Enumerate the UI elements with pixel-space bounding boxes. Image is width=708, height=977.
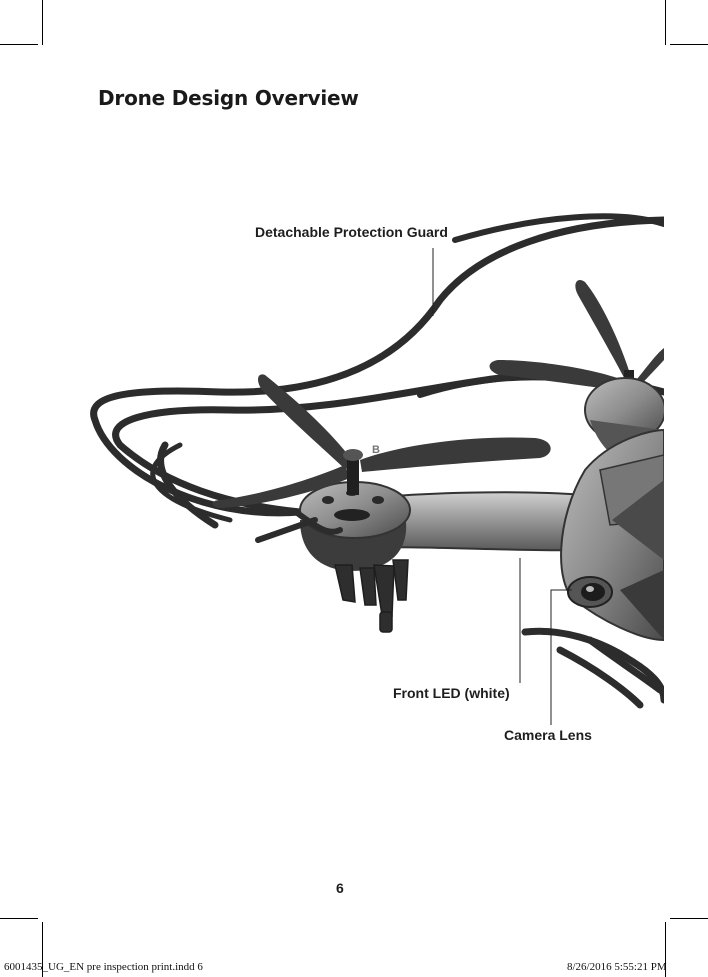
- slug-timestamp: 8/26/2016 5:55:21 PM: [567, 961, 667, 973]
- crop-mark: [0, 918, 38, 919]
- crop-mark: [0, 44, 38, 45]
- crop-mark: [665, 0, 666, 45]
- camera-lens: [567, 576, 613, 608]
- callout-protection-guard: Detachable Protection Guard: [255, 224, 448, 240]
- crop-mark: [670, 918, 708, 919]
- slug-file: 6001435_UG_EN pre inspection print.indd …: [4, 961, 203, 973]
- crop-mark: [42, 0, 43, 45]
- front-propeller: [212, 374, 551, 508]
- propeller-marking: B: [372, 444, 380, 456]
- leader-line-camera: [550, 589, 572, 725]
- callout-front-led: Front LED (white): [393, 685, 510, 701]
- landing-legs: [334, 559, 409, 633]
- page-title: Drone Design Overview: [98, 86, 359, 110]
- page-number: 6: [336, 880, 344, 896]
- crop-mark: [670, 44, 708, 45]
- callout-camera-lens: Camera Lens: [504, 727, 592, 743]
- crop-mark: [665, 922, 666, 977]
- crop-mark: [42, 922, 43, 977]
